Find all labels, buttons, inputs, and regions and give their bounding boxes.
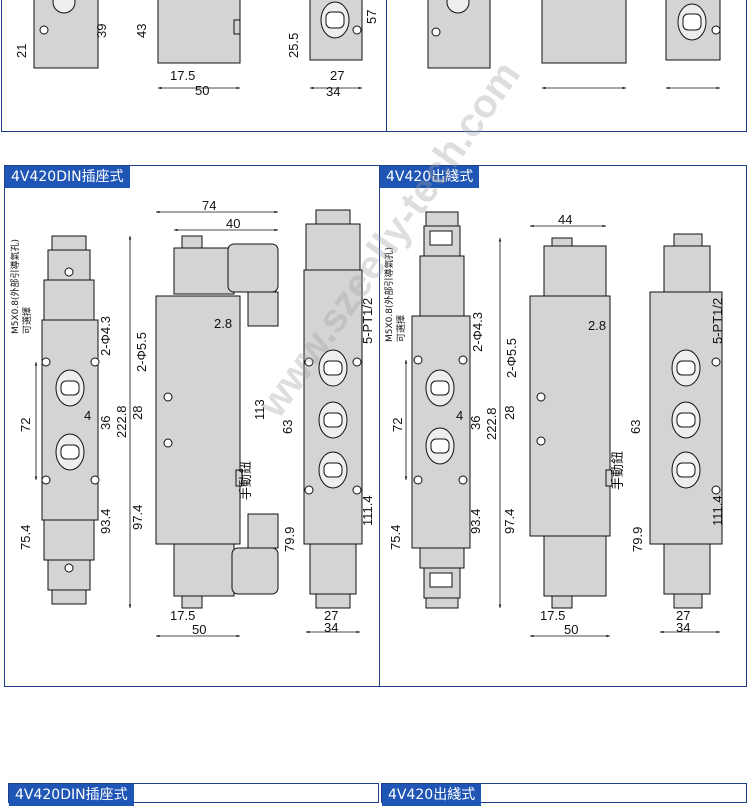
dimension-lines xyxy=(34,86,721,638)
out-right-view xyxy=(649,233,723,609)
dim-din-17.5: 17.5 xyxy=(170,608,195,623)
dim-out-93.4: 93.4 xyxy=(468,509,483,534)
dim-top-17.5: 17.5 xyxy=(170,68,195,83)
out-left-view xyxy=(411,211,471,609)
out-middle-view xyxy=(529,237,613,609)
dim-out-72: 72 xyxy=(390,418,405,432)
top-right-drawings xyxy=(427,0,721,69)
dim-din-74: 74 xyxy=(202,198,216,213)
dim-top-39: 39 xyxy=(94,24,109,38)
out-panel-title: 4V420出綫式 xyxy=(380,166,480,188)
dim-top-25.5: 25.5 xyxy=(286,33,301,58)
dim-out-4: 4 xyxy=(456,408,463,423)
note-manual-din: 手動鈕 xyxy=(239,461,254,500)
dim-din-75.4: 75.4 xyxy=(18,525,33,550)
top-left-drawings xyxy=(33,0,363,69)
dim-din-28: 28 xyxy=(130,406,145,420)
din-dims: 74 40 2.8 2-Φ5.5 113 222.8 28 97.4 79.9 … xyxy=(18,198,375,637)
din-panel-title: 4V420DIN插座式 xyxy=(5,166,130,188)
dim-din-27: 27 xyxy=(324,608,338,623)
dim-out-2.8: 2.8 xyxy=(588,318,606,333)
notes: M5X0.8(外部引導氣孔) 可選擇 手動鈕 M5X0.8(外部引導氣孔) 可選… xyxy=(9,239,626,500)
dim-top-21: 21 xyxy=(14,44,29,58)
dim-din-222.8: 222.8 xyxy=(114,405,129,438)
dim-out-27: 27 xyxy=(676,608,690,623)
din-right-view xyxy=(303,209,363,609)
dim-out-111.4: 111.4 xyxy=(710,495,725,526)
dim-din-79.9: 79.9 xyxy=(282,527,297,552)
note-port-din: M5X0.8(外部引導氣孔) xyxy=(9,239,21,334)
dim-out-222.8: 222.8 xyxy=(484,407,499,440)
dim-top-50: 50 xyxy=(195,83,209,98)
dim-out-17.5: 17.5 xyxy=(540,608,565,623)
dim-out-97.4: 97.4 xyxy=(502,509,517,534)
dim-out-5-pt: 5-PT1/2 xyxy=(710,298,725,344)
dim-din-2.8: 2.8 xyxy=(214,316,232,331)
dim-top-43: 43 xyxy=(134,24,149,38)
note-manual-out: 手動鈕 xyxy=(611,451,626,490)
dim-din-36: 36 xyxy=(98,416,113,430)
dim-din-113: 113 xyxy=(252,399,267,420)
dim-din-2-phi4.3: 2-Φ4.3 xyxy=(98,316,113,356)
dim-din-5-pt: 5-PT1/2 xyxy=(360,298,375,344)
note-optional-out: 可選擇 xyxy=(395,315,407,342)
dim-out-50: 50 xyxy=(564,622,578,637)
note-optional-din: 可選擇 xyxy=(21,307,33,334)
dim-out-2-phi5.5: 2-Φ5.5 xyxy=(504,338,519,378)
dim-din-50: 50 xyxy=(192,622,206,637)
dim-din-4: 4 xyxy=(84,408,91,423)
dim-out-63: 63 xyxy=(628,420,643,434)
dim-din-2-phi5.5: 2-Φ5.5 xyxy=(134,332,149,372)
top-dims: 21 39 43 25.5 57 17.5 50 27 34 xyxy=(14,10,379,99)
dim-top-34: 34 xyxy=(326,84,340,99)
din-left-view xyxy=(41,235,100,605)
dim-out-28: 28 xyxy=(502,406,517,420)
dim-din-97.4: 97.4 xyxy=(130,505,145,530)
dim-din-72: 72 xyxy=(18,418,33,432)
din-middle-view xyxy=(155,235,279,609)
dim-din-34: 34 xyxy=(324,620,338,635)
out-dims: 44 2.8 2-Φ5.5 222.8 28 97.4 79.9 63 111.… xyxy=(388,212,725,637)
dim-out-44: 44 xyxy=(558,212,572,227)
note-port-out: M5X0.8(外部引導氣孔) xyxy=(383,247,395,342)
dim-din-63: 63 xyxy=(280,420,295,434)
dim-din-111.4: 111.4 xyxy=(360,495,375,526)
dim-din-93.4: 93.4 xyxy=(98,509,113,534)
dim-din-40: 40 xyxy=(226,216,240,231)
dim-out-36: 36 xyxy=(468,416,483,430)
dim-out-79.9: 79.9 xyxy=(630,527,645,552)
dim-out-34: 34 xyxy=(676,620,690,635)
dim-out-2-phi4.3: 2-Φ4.3 xyxy=(470,312,485,352)
dim-top-57: 57 xyxy=(364,10,379,24)
dim-out-75.4: 75.4 xyxy=(388,525,403,550)
dim-top-27: 27 xyxy=(330,68,344,83)
